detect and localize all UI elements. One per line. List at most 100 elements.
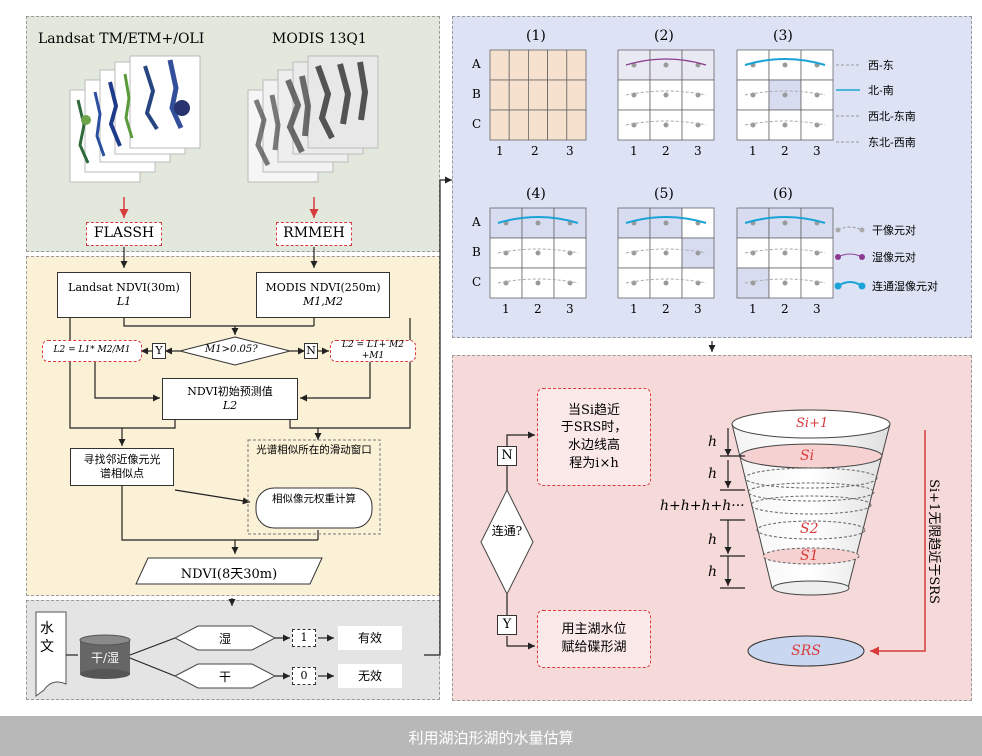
approach-condition-box: 当Si趋近 于SRS时， 水边线高 程为i×h xyxy=(537,388,651,486)
landsat-title: Landsat TM/ETM+/OLI xyxy=(38,31,205,47)
modis-ndvi-var: M1,M2 xyxy=(302,295,344,308)
col-label-2: 2 xyxy=(662,144,670,158)
connected-wet-link xyxy=(625,216,707,224)
grid-title-1: (1) xyxy=(526,28,546,44)
col-label-1: 1 xyxy=(749,144,757,158)
pixel-dot xyxy=(782,122,788,128)
col-label-2: 2 xyxy=(662,302,670,316)
col-label-3: 3 xyxy=(813,144,821,158)
n-decision-box: N xyxy=(497,446,517,466)
connected-question: 连通? xyxy=(491,524,523,538)
s-2-label: S2 xyxy=(800,521,819,537)
legend-nw-se: 西北-东南 xyxy=(868,110,916,123)
right-formula-box: L2 = L1+ M2 +M1 xyxy=(330,340,416,362)
h-label-1: h xyxy=(708,434,718,450)
modis-ndvi-label: MODIS NDVI(250m) xyxy=(265,281,381,295)
pixel-dot xyxy=(663,62,669,68)
pixel-dot xyxy=(535,280,541,286)
row-label-C: C xyxy=(472,275,482,289)
connected-wet-link xyxy=(744,58,826,66)
figure-caption: 利用湖泊形湖的水量估算 xyxy=(408,729,574,747)
invalid-box: 无效 xyxy=(338,664,402,688)
landsat-image-stack xyxy=(69,55,201,183)
y-decision-box: Y xyxy=(497,615,517,635)
col-label-3: 3 xyxy=(566,144,574,158)
initial-prediction-box: NDVI初始预测值 L2 xyxy=(162,378,298,420)
grid-title-3: (3) xyxy=(773,28,793,44)
dry-wet-cylinder xyxy=(79,634,131,679)
col-label-3: 3 xyxy=(813,302,821,316)
grid-title-6: (6) xyxy=(773,186,793,202)
connected-wet-link xyxy=(744,216,826,224)
h-sum-label: h+h+h+h··· xyxy=(660,498,745,514)
approach-line-4: 程为i×h xyxy=(569,455,619,471)
neighbor-search-box: 寻找邻近像元光谱相似点 xyxy=(70,448,174,486)
pixel-dot xyxy=(535,250,541,256)
condition-text: M1>0.05? xyxy=(205,344,258,355)
h-label-3: h xyxy=(708,532,718,548)
dry-pair-link xyxy=(625,90,707,96)
dry-label: 干 xyxy=(218,670,231,684)
valid-box: 有效 xyxy=(338,626,402,650)
col-label-3: 3 xyxy=(566,302,574,316)
grid-cell xyxy=(566,109,587,141)
dry-pair-link xyxy=(625,278,707,284)
dry-pair-link xyxy=(744,90,826,96)
neighbor-search-label: 寻找邻近像元光谱相似点 xyxy=(83,453,161,480)
pixel-dot xyxy=(663,280,669,286)
flassh-box: FLASSH xyxy=(86,222,162,246)
pixel-dot xyxy=(663,92,669,98)
ndvi-output-label: NDVI(8天30m) xyxy=(180,567,278,582)
row-label-B: B xyxy=(472,87,481,101)
pixel-grids xyxy=(489,49,834,299)
row-label-A: A xyxy=(472,215,481,229)
value-zero-box: 0 xyxy=(292,667,316,685)
col-label-2: 2 xyxy=(534,302,542,316)
col-label-1: 1 xyxy=(630,144,638,158)
hydro-label: 水文 xyxy=(40,621,54,656)
legend-dry-pair: 干像元对 xyxy=(872,224,916,237)
grid-title-5: (5) xyxy=(654,186,674,202)
assign-level-box: 用主湖水位 赋给碟形湖 xyxy=(537,610,651,668)
s-1-label: S1 xyxy=(800,548,819,564)
window-label: 光谱相似所在的滑动窗口 xyxy=(256,444,372,456)
legend-west-east: 西-东 xyxy=(868,59,894,72)
right-formula: L2 = L1+ M2 +M1 xyxy=(341,339,404,361)
pixel-dot xyxy=(782,62,788,68)
initial-pred-label: NDVI初始预测值 xyxy=(187,385,273,399)
left-formula-box: L2 = L1* M2/M1 xyxy=(42,340,142,362)
dry-pair-link xyxy=(497,278,579,284)
caption-bar xyxy=(0,716,982,756)
col-label-1: 1 xyxy=(502,302,510,316)
wet-pair-link xyxy=(625,58,707,66)
initial-pred-var: L2 xyxy=(222,399,238,412)
convergence-note: Si+1无限趋近于SRS xyxy=(925,479,941,604)
pixel-dot xyxy=(663,220,669,226)
dry-pair-link xyxy=(744,248,826,254)
legend-north-south: 北-南 xyxy=(868,84,894,97)
dry-pair-link xyxy=(625,120,707,126)
grid-cell xyxy=(768,237,802,269)
grid-title-2: (2) xyxy=(654,28,674,44)
value-one-box: 1 xyxy=(292,629,316,647)
srs-ellipse xyxy=(747,635,865,667)
col-label-2: 2 xyxy=(781,144,789,158)
hydro-document-shape xyxy=(35,611,67,697)
col-label-1: 1 xyxy=(630,302,638,316)
s-i-plus-1-label: Si+1 xyxy=(796,416,829,431)
col-label-1: 1 xyxy=(496,144,504,158)
grid-title-4: (4) xyxy=(526,186,546,202)
pixel-dot xyxy=(535,220,541,226)
y-box: Y xyxy=(152,343,166,359)
landsat-ndvi-box: Landsat NDVI(30m) L1 xyxy=(57,272,191,318)
condition-diamond xyxy=(179,336,291,366)
modis-image-stack xyxy=(247,55,379,183)
weight-calc-label: 相似像元权重计算 xyxy=(272,493,356,505)
col-label-2: 2 xyxy=(531,144,539,158)
s-rs-label: SRS xyxy=(791,643,821,659)
dry-wet-label: 干/湿 xyxy=(90,651,120,665)
dry-pair-link xyxy=(625,248,707,254)
assign-line-2: 赋给碟形湖 xyxy=(561,640,627,655)
row-label-A: A xyxy=(472,57,481,71)
